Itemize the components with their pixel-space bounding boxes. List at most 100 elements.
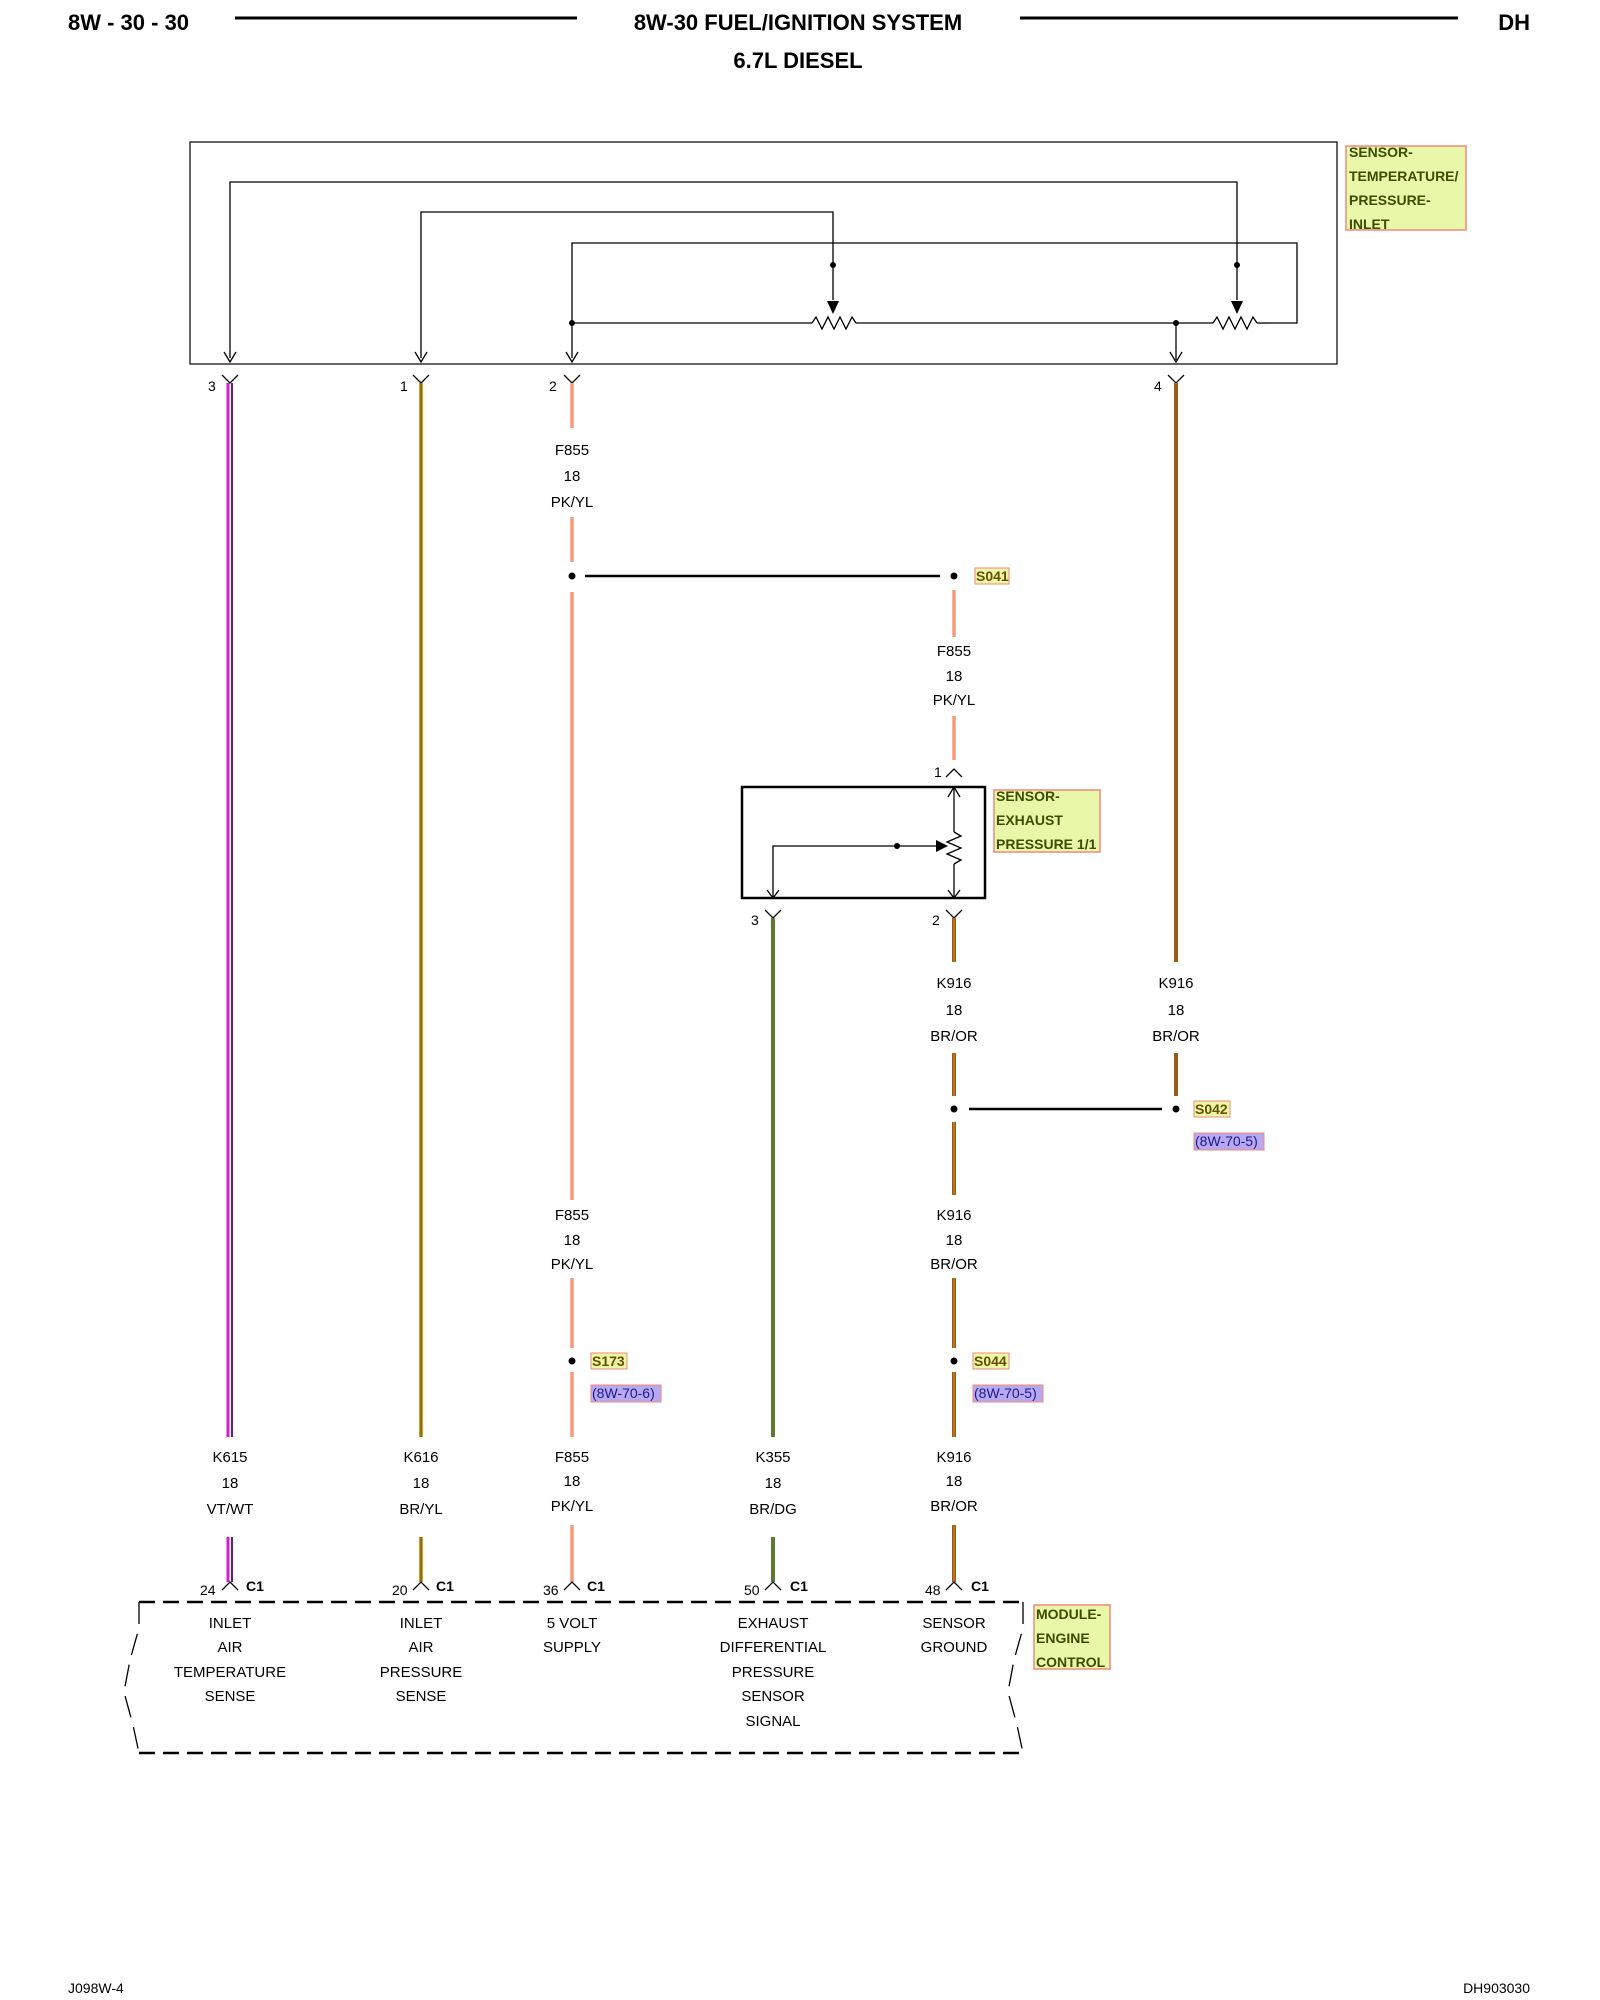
inlet-sensor-label: SENSOR- TEMPERATURE/PRESSURE- INLET	[1345, 144, 1467, 232]
svg-text:SENSE: SENSE	[205, 1688, 256, 1705]
exhaust-pin-2: 2	[932, 912, 940, 928]
ecm-conn-c1: C1	[587, 1578, 605, 1594]
ecm-function-24: INLET AIR TEMPERATURE SENSE	[174, 1615, 286, 1705]
svg-text:BR/OR: BR/OR	[930, 1028, 978, 1045]
label-k916-mid: K916 18 BR/OR	[930, 1207, 978, 1273]
svg-text:18: 18	[564, 468, 581, 485]
wire-k615	[226, 383, 233, 1582]
inlet-connector-pins: 3 1 2 4	[208, 374, 1185, 394]
ecm-pin-50: 50	[744, 1582, 760, 1598]
svg-text:K355: K355	[755, 1449, 790, 1466]
svg-text:K615: K615	[212, 1449, 247, 1466]
svg-text:18: 18	[765, 1475, 782, 1492]
page-header: 8W - 30 - 30 8W-30 FUEL/IGNITION SYSTEM …	[68, 10, 1530, 73]
s042-label: S042	[1195, 1101, 1228, 1117]
splice-s173: S173 (8W-70-6)	[568, 1352, 662, 1403]
exhaust-sensor: 1 3 2	[740, 764, 987, 928]
svg-text:BR/OR: BR/OR	[1152, 1028, 1200, 1045]
inlet-sensor	[189, 141, 1338, 365]
ecm-conn-c1: C1	[436, 1578, 454, 1594]
component-label-line: MODULE-	[1036, 1606, 1102, 1622]
ecm-conn-c1: C1	[246, 1578, 264, 1594]
svg-text:5 VOLT: 5 VOLT	[547, 1615, 598, 1632]
s173-ref: (8W-70-6)	[592, 1385, 655, 1401]
ecm-function-36: 5 VOLT SUPPLY	[543, 1615, 601, 1656]
svg-text:F855: F855	[555, 1207, 589, 1224]
exhaust-pin-1: 1	[934, 764, 942, 780]
svg-text:VT/WT: VT/WT	[207, 1501, 254, 1518]
component-label-line: SENSOR-	[1349, 144, 1413, 160]
svg-text:TEMPERATURE: TEMPERATURE	[174, 1664, 286, 1681]
label-k616: K616 18 BR/YL	[399, 1449, 442, 1518]
svg-text:18: 18	[413, 1475, 430, 1492]
label-k916-inlet: K916 18 BR/OR	[1152, 975, 1200, 1045]
svg-text:18: 18	[1168, 1002, 1185, 1019]
component-label-line: TEMPERATURE/	[1349, 168, 1459, 184]
ecm-function-50: EXHAUST DIFFERENTIAL PRESSURE SENSOR SIG…	[720, 1615, 827, 1730]
svg-text:K916: K916	[936, 1449, 971, 1466]
ecm-pin-24: 24	[200, 1582, 216, 1598]
label-k615: K615 18 VT/WT	[207, 1449, 254, 1518]
inlet-pin-3: 3	[208, 378, 216, 394]
svg-text:PK/YL: PK/YL	[933, 692, 976, 709]
splice-s041: S041	[568, 567, 1010, 585]
page-subtitle: 6.7L DIESEL	[733, 48, 862, 73]
svg-text:K916: K916	[936, 1207, 971, 1224]
label-f855-mid: F855 18 PK/YL	[551, 1207, 594, 1273]
svg-text:PRESSURE: PRESSURE	[380, 1664, 463, 1681]
svg-text:K916: K916	[1158, 975, 1193, 992]
page-footer: J098W-4 DH903030	[68, 1980, 1530, 1996]
ecm-conn-c1: C1	[790, 1578, 808, 1594]
svg-text:GROUND: GROUND	[921, 1639, 988, 1656]
s041-label: S041	[976, 568, 1009, 584]
inlet-pin-2: 2	[549, 378, 557, 394]
svg-text:F855: F855	[555, 442, 589, 459]
svg-text:EXHAUST: EXHAUST	[738, 1615, 809, 1632]
svg-text:BR/DG: BR/DG	[749, 1501, 797, 1518]
svg-text:PK/YL: PK/YL	[551, 1256, 594, 1273]
ecm-function-20: INLET AIR PRESSURE SENSE	[380, 1615, 463, 1705]
label-k916-exhaust: K916 18 BR/OR	[930, 975, 978, 1045]
component-label-line: INLET	[1349, 216, 1390, 232]
component-label-line: EXHAUST	[996, 812, 1063, 828]
svg-text:K616: K616	[403, 1449, 438, 1466]
ecm-connector: 24 C1 20 C1 36 C1 50 C1 48 C1	[200, 1578, 989, 1598]
svg-text:SENSE: SENSE	[396, 1688, 447, 1705]
svg-text:BR/YL: BR/YL	[399, 1501, 442, 1518]
ecm-conn-c1: C1	[971, 1578, 989, 1594]
svg-text:F855: F855	[555, 1449, 589, 1466]
ecm-module: INLET AIR TEMPERATURE SENSE INLET AIR PR…	[123, 1600, 1024, 1755]
svg-text:SENSOR: SENSOR	[922, 1615, 986, 1632]
inlet-sensor-name: SENSOR- TEMPERATURE/PRESSURE- INLET	[1349, 144, 1459, 232]
svg-text:18: 18	[564, 1473, 581, 1490]
component-label-line: PRESSURE-	[1349, 192, 1431, 208]
svg-text:18: 18	[946, 1232, 963, 1249]
component-label-line: SENSOR-	[996, 788, 1060, 804]
inlet-pin-1: 1	[400, 378, 408, 394]
label-k916-bottom: K916 18 BR/OR	[930, 1449, 978, 1515]
svg-text:PK/YL: PK/YL	[551, 494, 594, 511]
svg-text:K916: K916	[936, 975, 971, 992]
svg-text:18: 18	[564, 1232, 581, 1249]
page-title: 8W-30 FUEL/IGNITION SYSTEM	[634, 10, 962, 35]
s173-label: S173	[592, 1353, 625, 1369]
svg-text:PK/YL: PK/YL	[551, 1498, 594, 1515]
model-code: DH	[1498, 10, 1530, 35]
svg-text:SIGNAL: SIGNAL	[745, 1713, 800, 1730]
svg-text:BR/OR: BR/OR	[930, 1256, 978, 1273]
footer-right: DH903030	[1463, 1980, 1530, 1996]
label-f855-s041: F855 18 PK/YL	[933, 643, 976, 709]
s044-label: S044	[974, 1353, 1007, 1369]
svg-text:18: 18	[946, 668, 963, 685]
svg-text:BR/OR: BR/OR	[930, 1498, 978, 1515]
component-label-line: ENGINE	[1036, 1630, 1090, 1646]
exhaust-pin-3: 3	[751, 912, 759, 928]
svg-text:F855: F855	[937, 643, 971, 660]
svg-text:18: 18	[946, 1002, 963, 1019]
label-k355: K355 18 BR/DG	[749, 1449, 797, 1518]
splice-s042: S042 (8W-70-5)	[950, 1100, 1265, 1151]
svg-text:AIR: AIR	[408, 1639, 433, 1656]
